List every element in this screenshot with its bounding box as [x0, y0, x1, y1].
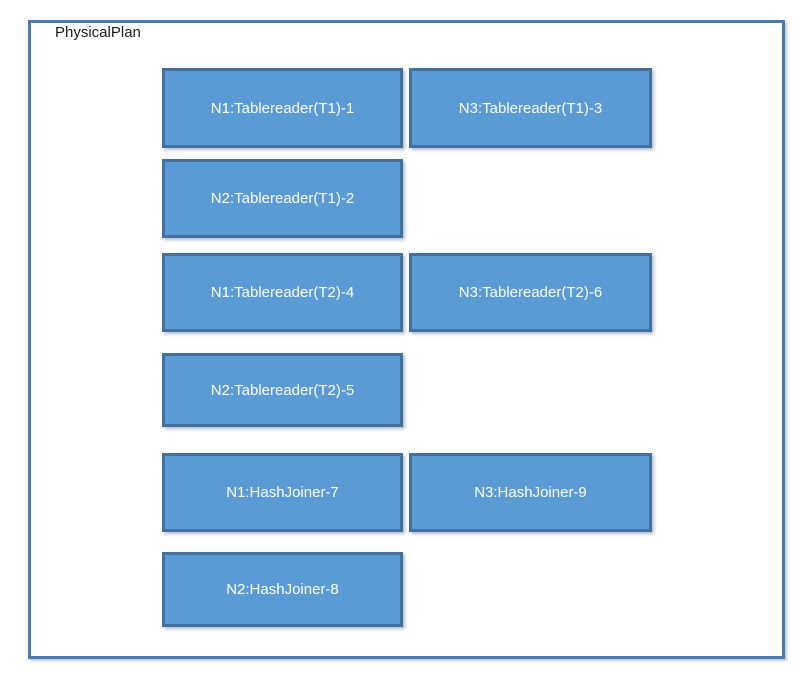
diagram-title: PhysicalPlan [55, 24, 141, 41]
node-n1-tablereader-t2-4: N1:Tablereader(T2)-4 [162, 253, 403, 332]
node-n2-tablereader-t2-5: N2:Tablereader(T2)-5 [162, 353, 403, 427]
node-n3-tablereader-t2-6: N3:Tablereader(T2)-6 [409, 253, 652, 332]
node-n1-tablereader-t1-1: N1:Tablereader(T1)-1 [162, 68, 403, 148]
node-n3-hashjoiner-9: N3:HashJoiner-9 [409, 453, 652, 532]
node-n3-tablereader-t1-3: N3:Tablereader(T1)-3 [409, 68, 652, 148]
physical-plan-frame [28, 20, 785, 659]
node-n2-tablereader-t1-2: N2:Tablereader(T1)-2 [162, 159, 403, 238]
node-n2-hashjoiner-8: N2:HashJoiner-8 [162, 552, 403, 627]
node-n1-hashjoiner-7: N1:HashJoiner-7 [162, 453, 403, 532]
